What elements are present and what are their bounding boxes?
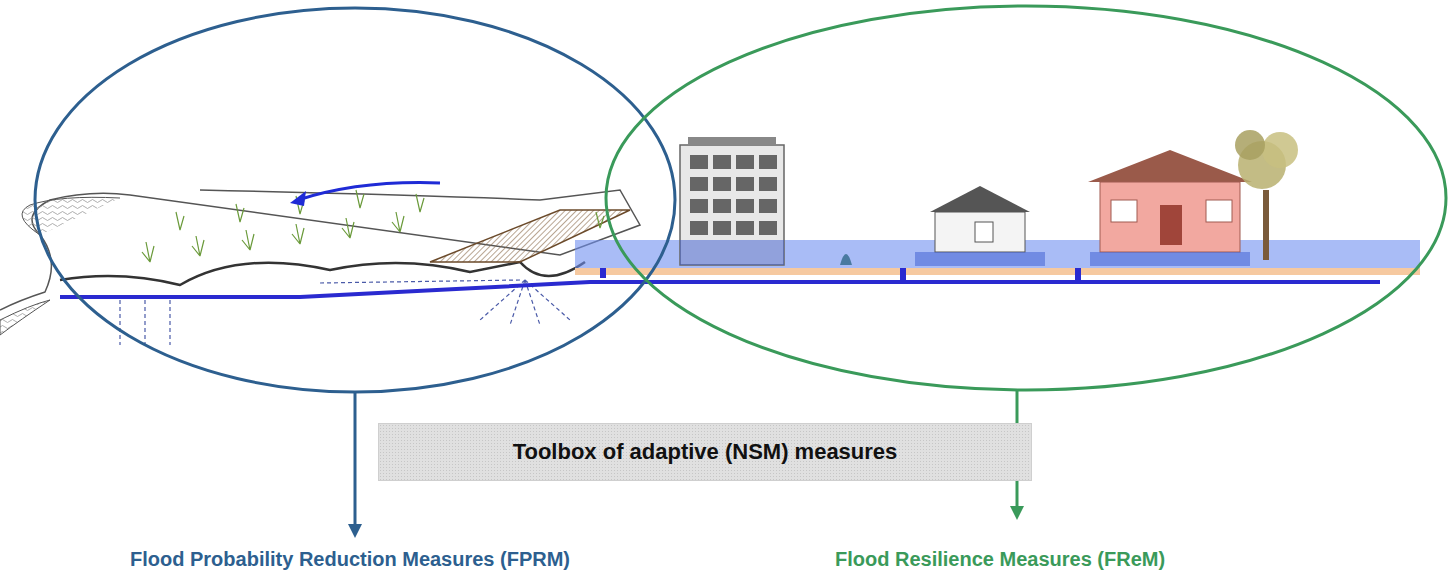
measure-category-label: Flood Resilience Measures (FReM) [835, 548, 1165, 571]
toolbox-box: Toolbox of adaptive (NSM) measures [378, 423, 1032, 481]
toolbox-title: Toolbox of adaptive (NSM) measures [513, 439, 898, 465]
measure-category-label: Flood Probability Reduction Measures (FP… [130, 548, 570, 571]
